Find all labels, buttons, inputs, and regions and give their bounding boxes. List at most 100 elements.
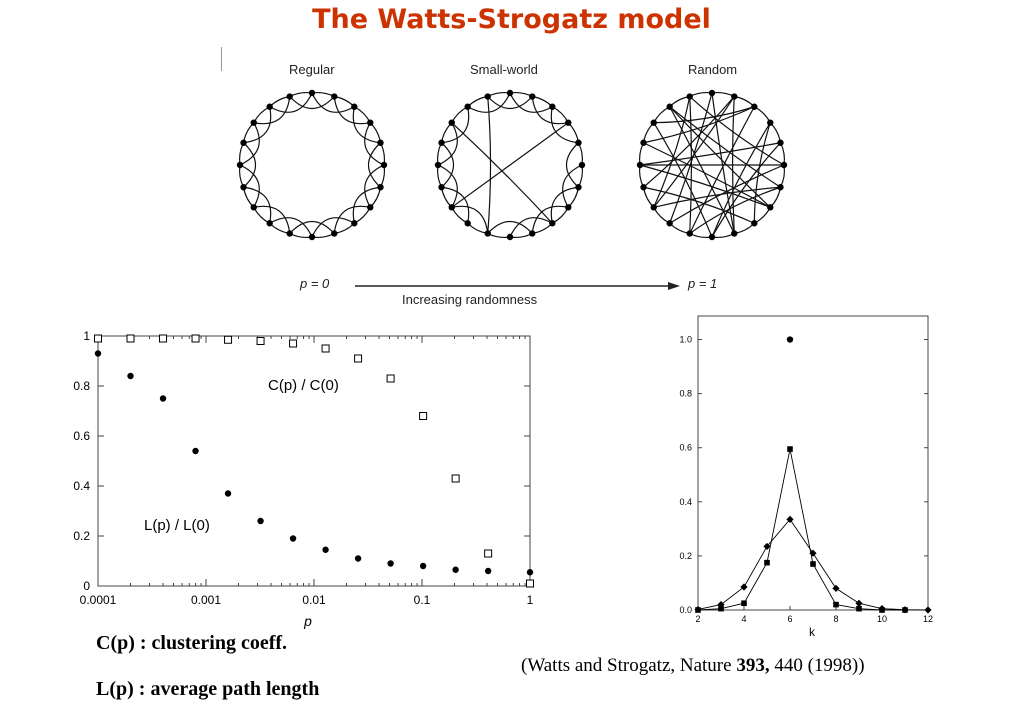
network-edge [311, 91, 335, 98]
c-point [526, 579, 534, 588]
network-node [484, 93, 491, 100]
network-node [751, 220, 758, 227]
network-edge [711, 122, 771, 238]
network-edge [638, 164, 645, 188]
network-edge [638, 142, 645, 166]
network-edge [352, 186, 381, 224]
network-edge [311, 92, 355, 113]
network-node [308, 89, 316, 97]
network-node [650, 119, 657, 126]
diamond-point [717, 600, 725, 609]
network-edge [367, 142, 381, 188]
caption-path-length: L(p) : average path length [96, 678, 320, 700]
network-edge [552, 207, 569, 224]
y-tick-label: 0.2 [679, 551, 692, 561]
c-point [159, 334, 168, 343]
network-edge [509, 92, 553, 113]
network-node [751, 103, 758, 110]
network-edge [669, 222, 690, 235]
network-edge [711, 232, 735, 239]
network-edge [441, 106, 470, 144]
network-edge [754, 207, 771, 224]
network-edge [487, 232, 511, 239]
c-point [191, 334, 200, 343]
network-node [438, 184, 445, 191]
l-point [452, 566, 459, 573]
y-tick-label: 0.6 [679, 443, 692, 453]
network-edge [669, 95, 690, 108]
network-node [777, 184, 784, 191]
network-edge [552, 106, 569, 123]
network-edge [487, 96, 492, 234]
y-axis-ticks: 0.00.20.40.60.81.0 [679, 335, 928, 615]
network-node [448, 204, 455, 211]
network-edge [239, 164, 260, 208]
network-edge [779, 142, 786, 166]
x-tick-label: 8 [833, 614, 838, 624]
network-node [767, 119, 774, 126]
y-tick-label: 0.4 [73, 479, 90, 493]
network-edge [451, 122, 553, 224]
network-edge [669, 164, 785, 224]
data-points [94, 334, 534, 588]
label-random: Random [688, 62, 738, 77]
square-point [764, 559, 770, 566]
network-edge [253, 96, 291, 125]
c-point [451, 474, 460, 483]
network-edge [253, 106, 270, 123]
network-edge [487, 96, 533, 110]
network-node [640, 139, 647, 146]
network-edge [379, 142, 386, 166]
network-edge [653, 96, 735, 208]
network-node [767, 204, 774, 211]
y-tick-label: 0.4 [679, 497, 692, 507]
l-point [484, 567, 492, 575]
diamond-point [832, 584, 840, 592]
network-edge [238, 142, 245, 166]
network-edge [550, 186, 579, 224]
data-points [694, 336, 932, 614]
network-edge [689, 106, 755, 234]
y-tick-label: 0.8 [679, 389, 692, 399]
square-point [787, 446, 793, 452]
c-point [126, 334, 135, 343]
network-edge [653, 122, 713, 238]
l-point [289, 535, 297, 542]
network-node [708, 233, 716, 241]
network-edge [531, 205, 569, 234]
network-edge [289, 220, 335, 234]
network-node [529, 230, 536, 237]
network-edge [532, 95, 553, 108]
l-point [419, 562, 427, 570]
network-node [464, 220, 471, 227]
l-point [322, 546, 329, 553]
network-edge [440, 187, 453, 208]
network-edge [689, 232, 713, 239]
network-node [351, 103, 358, 110]
l-point [526, 569, 534, 576]
network-edge [653, 106, 670, 123]
square-point [810, 561, 816, 567]
network-node [686, 93, 693, 100]
network-edge [440, 122, 453, 143]
random-point [786, 336, 794, 343]
network-node [575, 139, 582, 146]
network-node [331, 230, 338, 237]
network-edge [532, 222, 553, 235]
network-edge [734, 222, 755, 235]
network-edge [334, 95, 355, 108]
label-regular: Regular [289, 62, 335, 77]
network-edge [643, 186, 755, 224]
network-edge [531, 96, 569, 125]
c-point [94, 334, 102, 343]
citation-pre: (Watts and Strogatz, Nature [521, 655, 737, 676]
y-tick-label: 1 [83, 329, 90, 343]
network-edge [467, 95, 488, 108]
network-node [464, 103, 471, 110]
network-node [484, 230, 491, 237]
network-node [578, 161, 586, 169]
network-edge [311, 232, 335, 239]
network-edge [642, 187, 655, 208]
